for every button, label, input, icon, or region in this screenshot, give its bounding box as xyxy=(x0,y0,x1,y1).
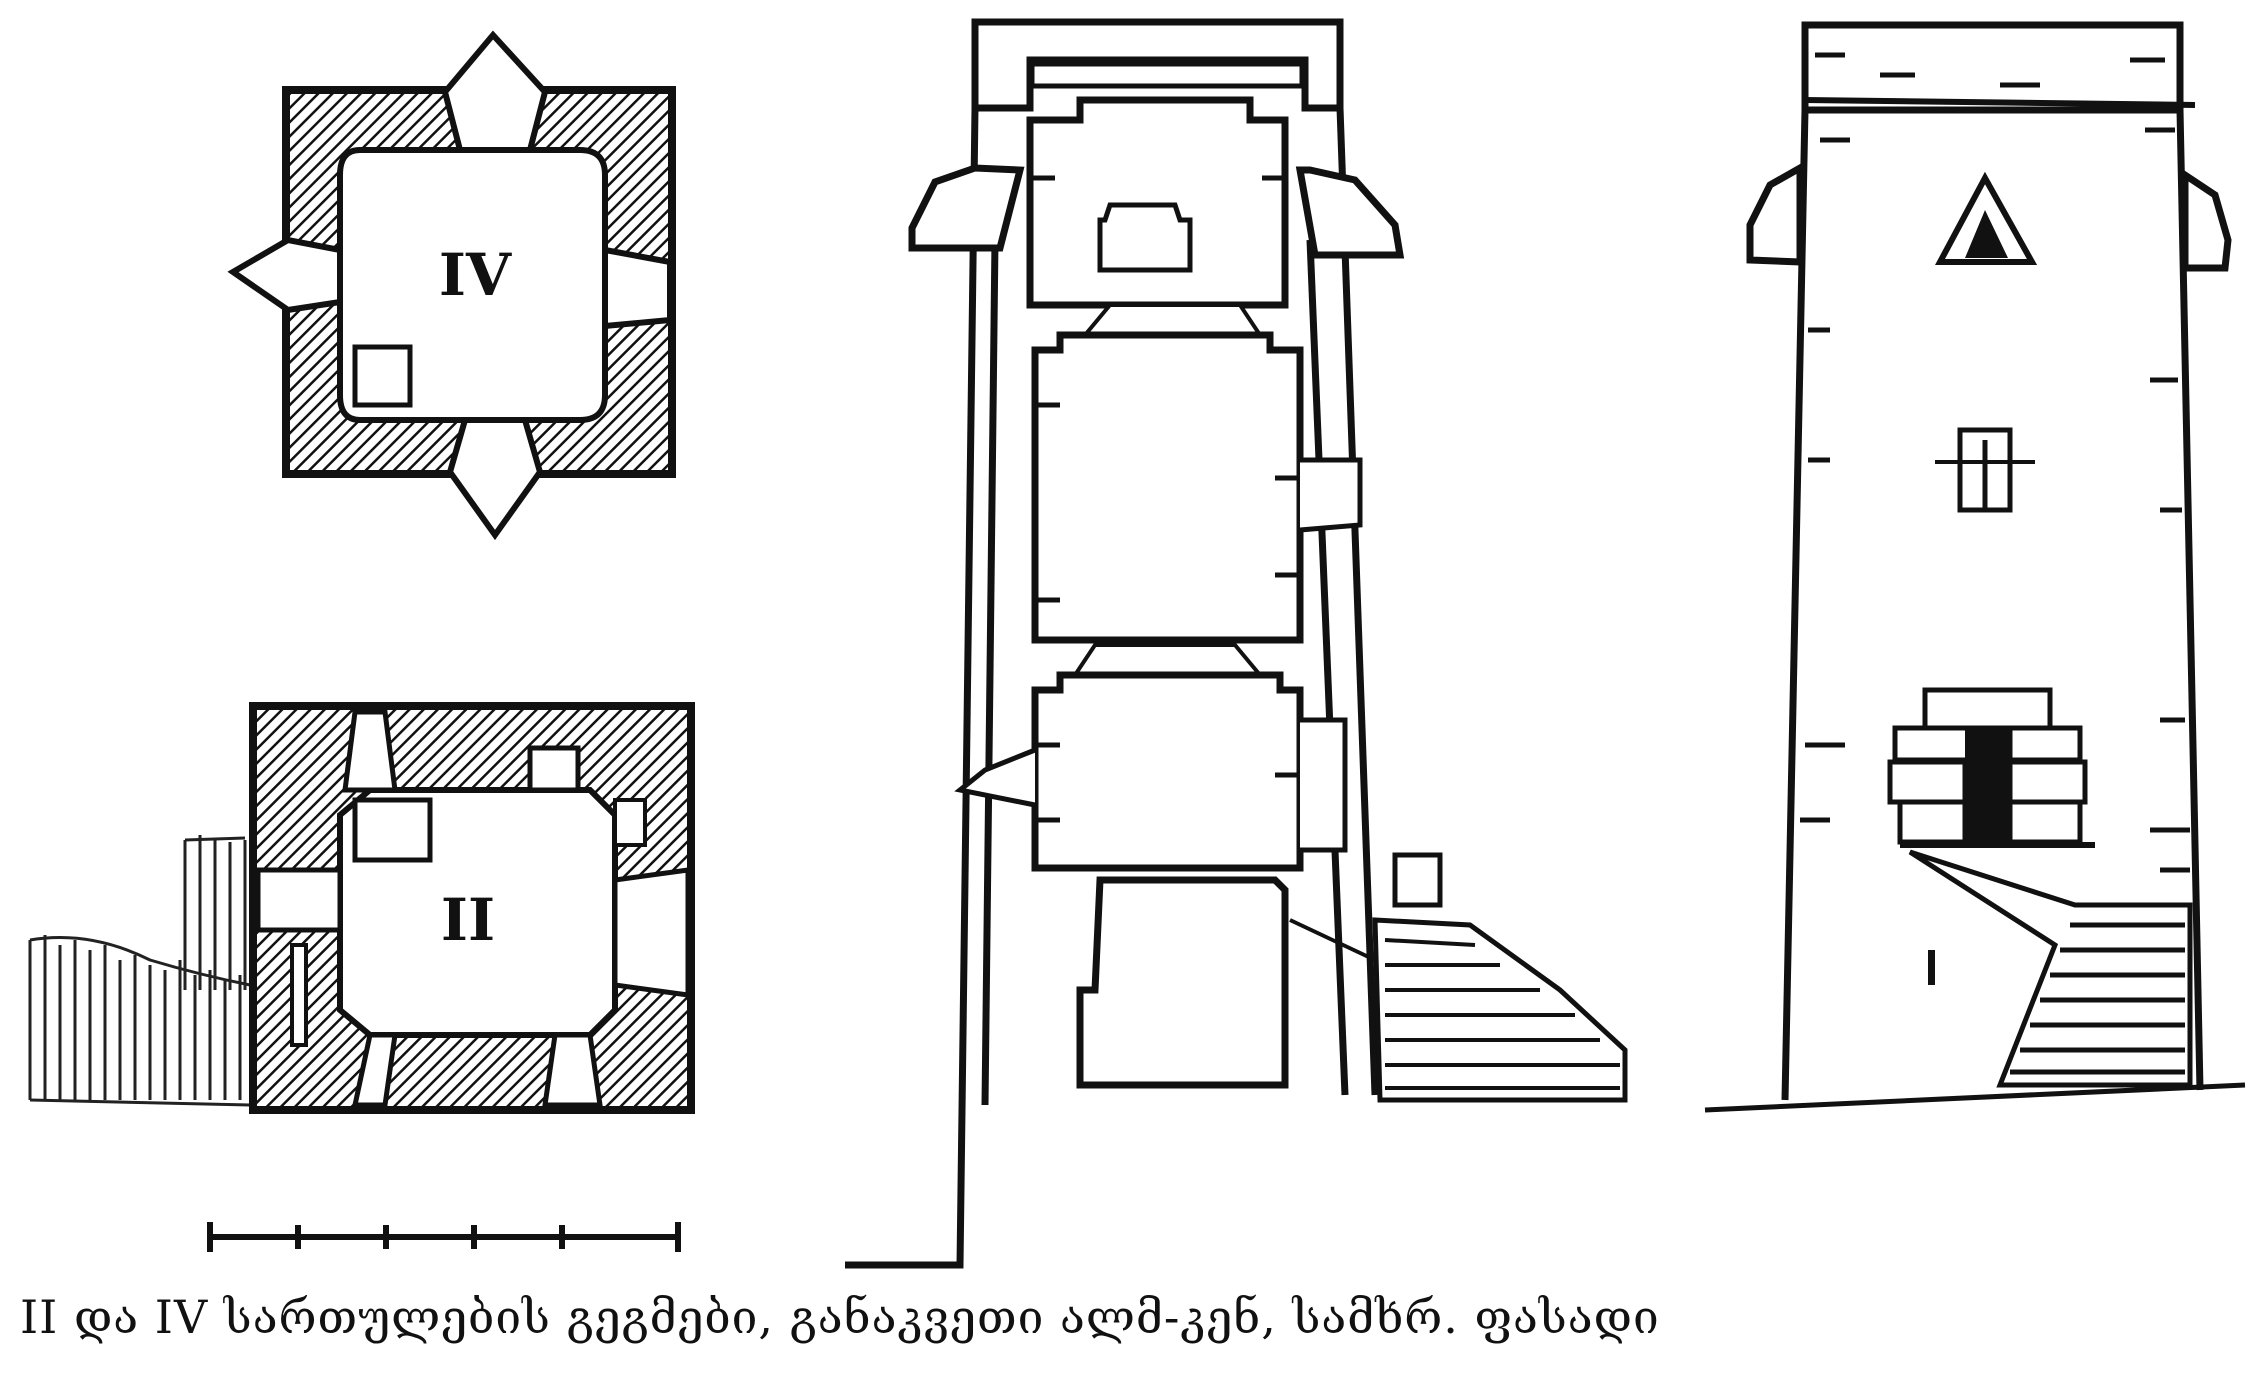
facade-corbel-left xyxy=(1746,161,1804,266)
section-door-2 xyxy=(1300,717,1348,853)
plan-ii-door-left xyxy=(255,867,343,933)
plan-iv-niche-left xyxy=(227,236,343,314)
section-door-3 xyxy=(1299,457,1363,533)
south-facade xyxy=(1704,21,2246,1113)
facade-outline xyxy=(1781,109,2204,1101)
facade-stair-courses xyxy=(2010,922,2185,1075)
section-chamber-3 xyxy=(1031,331,1304,644)
plan-ii-ruins xyxy=(28,835,251,1107)
section-corbel-left xyxy=(908,164,1025,252)
plan-iv-niche-bottom xyxy=(446,417,544,541)
plan-ii-opening-bottom-right xyxy=(542,1032,603,1108)
section-stair xyxy=(1372,917,1628,1103)
tower-section xyxy=(845,18,1628,1269)
section-stair-courses xyxy=(1384,938,1620,1090)
section-corbel-right xyxy=(1295,166,1405,259)
section-inner-wall-left xyxy=(981,239,999,1106)
facade-entrance xyxy=(1887,687,2088,845)
section-stair-rail xyxy=(1392,852,1443,908)
section-steps-3 xyxy=(1080,303,1264,337)
plan-ii-opening-bottom-left xyxy=(351,1032,398,1108)
plan-ii-square-inner xyxy=(352,797,433,863)
section-steps-2 xyxy=(1071,643,1265,677)
section-window-4 xyxy=(1097,202,1193,273)
plan-ii-square-right xyxy=(613,798,647,847)
section-outer-wall-left xyxy=(845,107,979,1269)
section-wall-ticks xyxy=(1030,175,1300,823)
section-chamber-2 xyxy=(1031,671,1304,872)
plan-ii-slit-left xyxy=(290,943,308,1047)
section-outer-wall-right xyxy=(1336,107,1379,1096)
plan-ii-square-top xyxy=(527,745,581,793)
scale-bar xyxy=(207,1222,681,1252)
floor-plan-ii: II xyxy=(28,702,695,1114)
facade-masonry-marks xyxy=(1800,52,2190,873)
section-parapet xyxy=(971,18,1344,112)
section-roof-slab xyxy=(1029,61,1305,89)
figure-caption: II და IV სართულების გეგმები, განაკვეთი ა… xyxy=(20,1290,1660,1344)
plan-ii-label: II xyxy=(441,886,495,954)
section-chamber-1 xyxy=(1076,876,1289,1089)
plan-iv-niche-top xyxy=(441,30,549,153)
plan-iv-hatch-opening xyxy=(352,344,413,408)
facade-door-opening xyxy=(1965,730,2010,845)
facade-corbel-right xyxy=(2181,168,2232,272)
plan-ii-opening-right xyxy=(612,867,691,998)
floor-plan-iv: IV xyxy=(227,30,676,541)
section-loophole-2 xyxy=(954,747,1036,808)
facade-ground-line xyxy=(1704,1082,2246,1113)
plan-iv-niche-right xyxy=(602,246,673,330)
facade-slit xyxy=(1928,950,1935,985)
plan-ii-opening-top xyxy=(342,709,398,793)
section-inner-wall-right xyxy=(1306,239,1349,1096)
facade-parapet xyxy=(1801,21,2184,114)
plan-iv-label: IV xyxy=(439,241,512,309)
